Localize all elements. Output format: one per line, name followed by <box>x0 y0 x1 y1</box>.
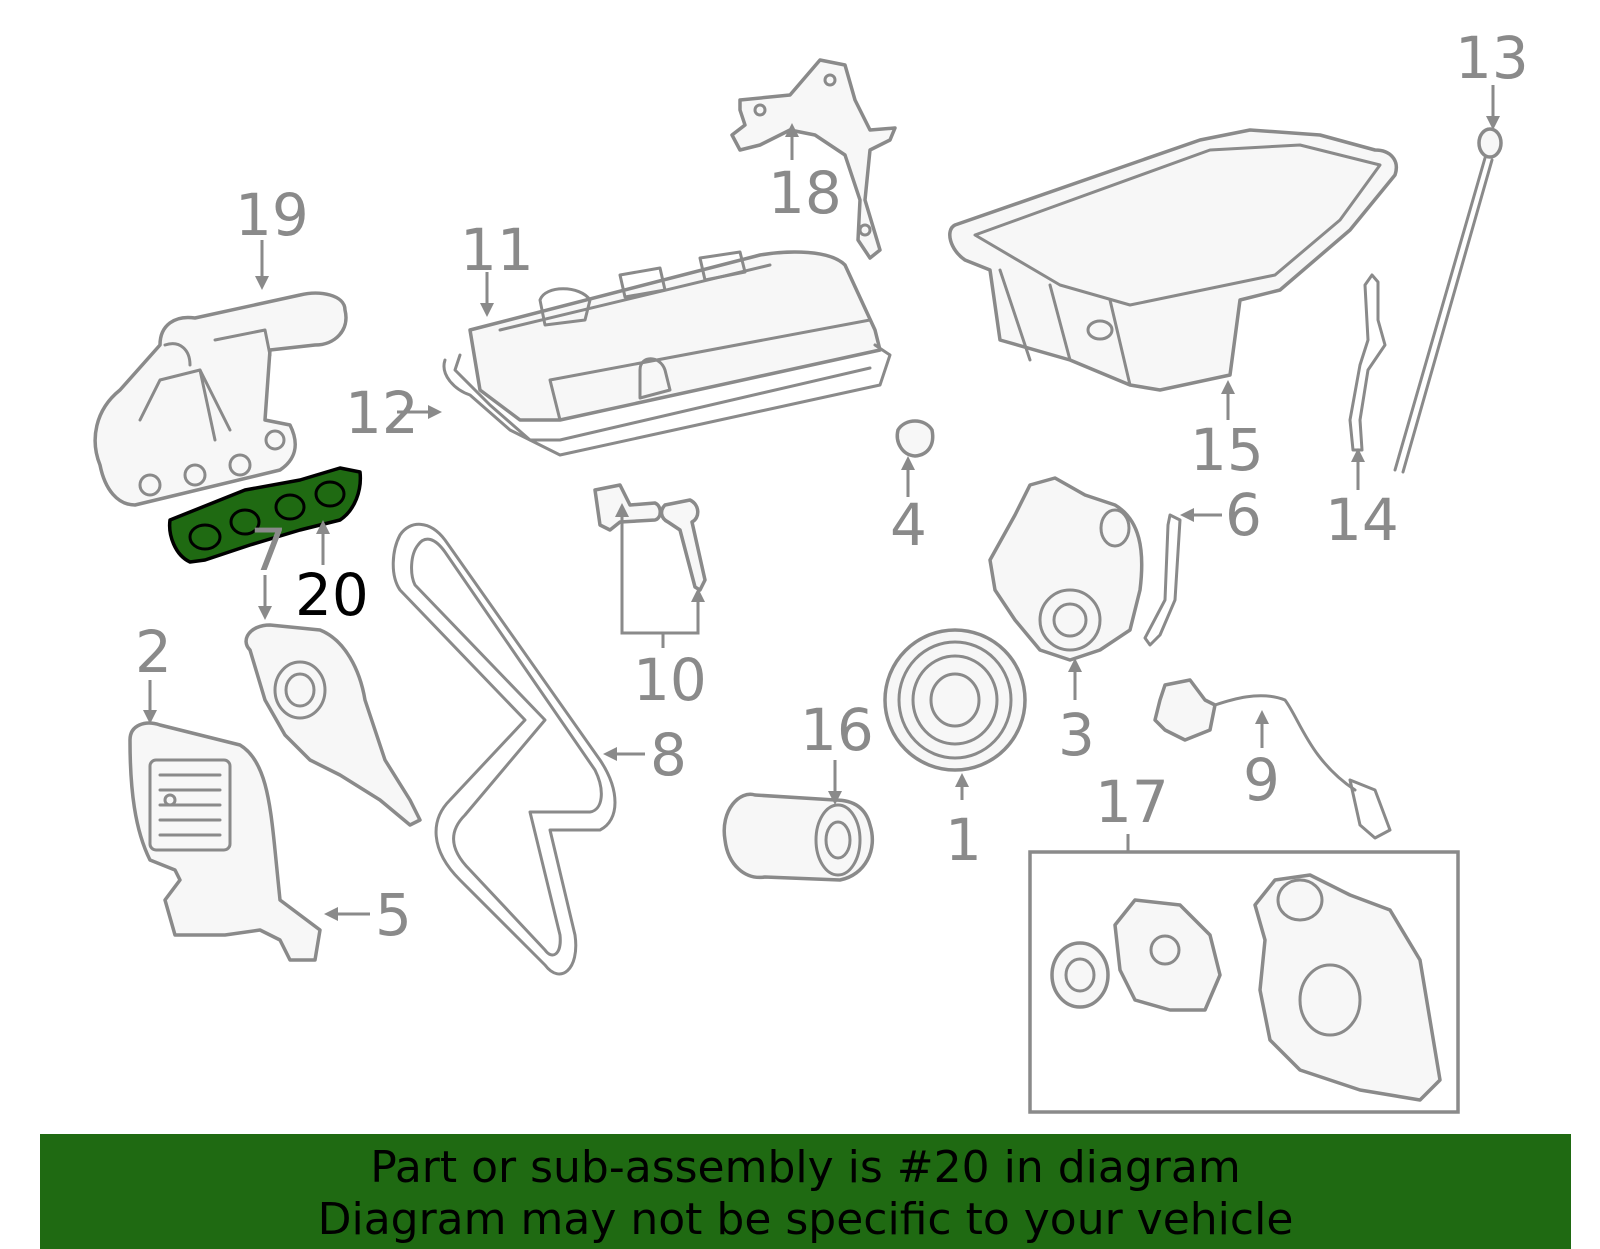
callout-1: 1 <box>945 806 982 874</box>
callout-6: 6 <box>1225 481 1262 549</box>
callout-17: 17 <box>1095 768 1169 836</box>
part-7-timing-cover-inner[interactable] <box>244 623 422 827</box>
callout-8: 8 <box>650 721 687 789</box>
part-10-sensors[interactable] <box>593 483 707 592</box>
callout-9: 9 <box>1243 746 1280 814</box>
part-16-oil-filter[interactable] <box>722 792 875 882</box>
banner-line-1: Part or sub-assembly is #20 in diagram <box>370 1142 1241 1193</box>
callout-15: 15 <box>1190 416 1264 484</box>
part-20-manifold-gasket[interactable] <box>167 466 363 564</box>
callout-13: 13 <box>1455 24 1529 92</box>
part-6-oil-pump-gasket[interactable] <box>1143 513 1182 647</box>
callout-20: 20 <box>295 561 369 629</box>
leader-lines <box>143 85 1500 921</box>
callout-5: 5 <box>375 881 412 949</box>
part-13-dipstick[interactable] <box>1393 127 1503 474</box>
part-17-water-pump-kit[interactable] <box>1028 850 1460 1114</box>
part-12-cam-cover-gasket[interactable] <box>442 343 892 457</box>
callout-19: 19 <box>235 181 309 249</box>
callout-18: 18 <box>768 159 842 227</box>
callout-14: 14 <box>1325 486 1399 554</box>
banner-line-2: Diagram may not be specific to your vehi… <box>317 1194 1294 1245</box>
part-18-rear-timing-cover[interactable] <box>730 58 897 260</box>
callout-16: 16 <box>800 696 874 764</box>
part-3-oil-pump[interactable] <box>988 476 1144 662</box>
part-11-cam-cover[interactable] <box>468 250 882 422</box>
part-2-timing-cover-outer[interactable] <box>128 721 322 962</box>
part-15-oil-pan[interactable] <box>948 128 1398 392</box>
callout-2: 2 <box>135 618 172 686</box>
part-14-dipstick-tube[interactable] <box>1348 273 1387 452</box>
callout-10: 10 <box>633 646 707 714</box>
info-banner: Part or sub-assembly is #20 in diagram D… <box>40 1134 1571 1249</box>
part-1-crank-pulley[interactable] <box>883 628 1027 772</box>
callout-7: 7 <box>250 516 287 584</box>
callout-11: 11 <box>460 216 534 284</box>
callout-12: 12 <box>345 379 419 447</box>
callout-4: 4 <box>890 491 927 559</box>
part-8-timing-belt[interactable] <box>391 522 617 976</box>
part-4-plug[interactable] <box>895 419 935 458</box>
part-19-manifold[interactable] <box>93 291 348 507</box>
callout-3: 3 <box>1058 701 1095 769</box>
part-9-oxygen-sensor[interactable] <box>1153 678 1392 840</box>
